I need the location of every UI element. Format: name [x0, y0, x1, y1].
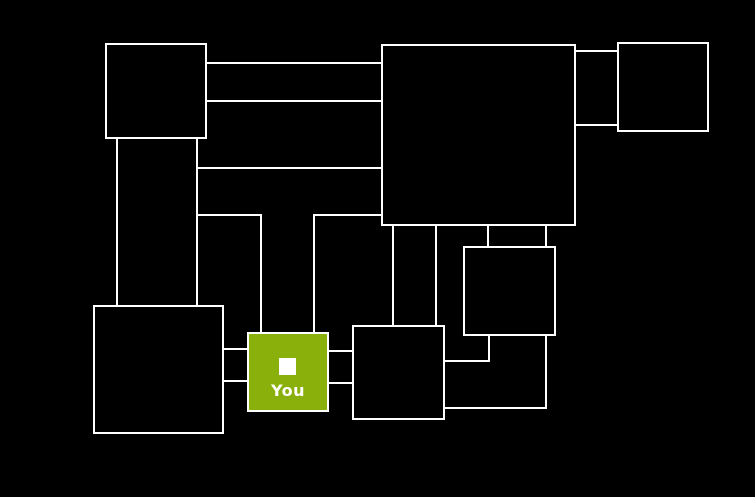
hallway-northeast-link[interactable]	[572, 50, 620, 126]
hallway-top-lower[interactable]	[195, 167, 384, 216]
room-northeast[interactable]	[617, 42, 709, 132]
hallway-top-upper[interactable]	[204, 62, 384, 102]
room-southwest[interactable]	[93, 305, 224, 434]
hallway-east-vertical[interactable]	[392, 223, 437, 328]
room-current[interactable]: You	[247, 332, 329, 412]
hallway-west-vertical[interactable]	[116, 136, 198, 307]
room-south[interactable]	[352, 325, 445, 420]
hallway-east-link[interactable]	[487, 223, 547, 249]
player-marker-icon	[279, 358, 296, 375]
room-north-large[interactable]	[381, 44, 576, 226]
hallway-southwest-link[interactable]	[220, 348, 250, 382]
room-northwest[interactable]	[105, 43, 207, 139]
hallway-south-link[interactable]	[326, 350, 355, 384]
current-room-label: You	[271, 381, 305, 400]
hallway-center-vertical[interactable]	[260, 214, 315, 335]
room-east[interactable]	[463, 246, 556, 336]
hallway-southeast-inner[interactable]	[442, 332, 490, 362]
